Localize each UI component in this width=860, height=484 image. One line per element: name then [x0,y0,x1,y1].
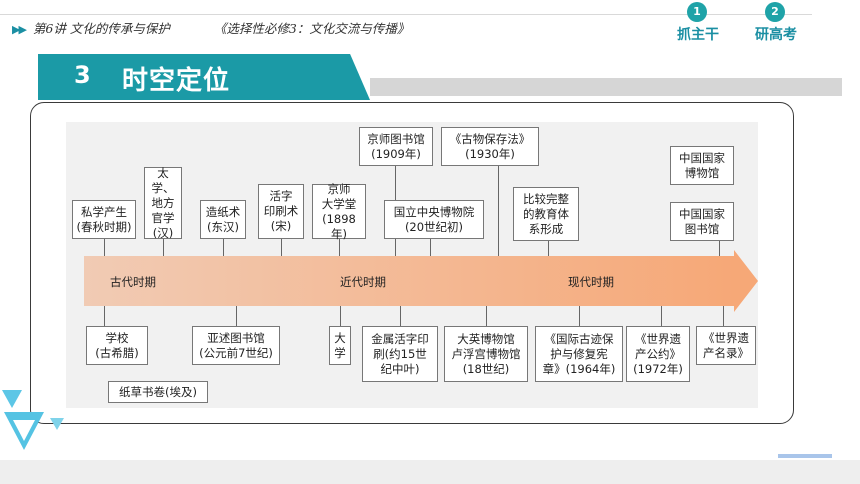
footer-accent-bar [778,454,832,458]
event-box-world-heritage-convention: 《世界遗 产公约》 (1972年) [626,326,690,382]
triangle-decoration-icon [50,418,64,430]
period-label-contemporary: 现代时期 [568,275,614,289]
triangle-decoration-icon [2,390,22,408]
event-box-taixue: 太学、 地方 官学 (汉) [144,166,182,240]
timeline-arrow-head [734,250,758,312]
connector-line [498,166,499,256]
connector-line [719,241,720,256]
event-box-antiquities-law: 《古物保存法》 (1930年) [441,127,539,166]
connector-line [661,306,662,326]
timeline-arrow-body [84,256,734,306]
lesson-title: 第6讲 文化的传承与保护 [32,21,170,36]
event-box-british-museum-louvre: 大英博物馆 卢浮宫博物馆 (18世纪) [444,326,528,382]
connector-line [104,306,105,326]
footer-band [0,460,860,484]
nav-label: 研高考 [755,27,797,43]
section-title-banner: 3 时空定位 [38,54,370,100]
double-arrow-icon: ▶▶ [12,23,27,36]
header-divider [0,14,812,15]
event-box-metal-type-printing: 金属活字印 刷(约15世 纪中叶) [362,326,438,382]
event-box-private-schools: 私学产生 (春秋时期) [72,200,136,239]
connector-line [163,239,164,256]
event-box-national-library: 中国国家 图书馆 [670,202,734,241]
nav-label: 抓主干 [677,27,719,43]
section-number: 3 [74,61,91,89]
event-box-central-museum: 国立中央博物院 (20世纪初) [384,200,484,239]
connector-line [548,241,549,256]
event-box-university: 大 学 [329,326,351,365]
event-box-national-museum: 中国国家 博物馆 [670,146,734,185]
event-box-greek-school: 学校 (古希腊) [86,326,148,365]
connector-line [281,239,282,256]
event-box-assyrian-library: 亚述图书馆 (公元前7世纪) [192,326,280,365]
connector-line [104,239,105,256]
header-bar: ▶▶ 第6讲 文化的传承与保护 《选择性必修3：文化交流与传播》 1 抓主干 2 研… [0,0,860,50]
event-box-education-system: 比较完整 的教育体 系形成 [513,187,579,241]
event-box-imperial-university: 京师 大学堂 (1898年) [312,182,366,241]
connector-line [339,239,340,256]
triangle-decoration-icon [13,420,35,441]
event-box-capital-library: 京师图书馆 (1909年) [359,127,433,166]
connector-line [223,239,224,256]
connector-line [236,306,237,326]
connector-line [579,306,580,326]
event-box-papermaking: 造纸术 (东汉) [200,200,246,239]
book-title: 《选择性必修3：文化交流与传播》 [213,21,410,36]
title-gray-band [370,78,842,96]
nav-number-badge: 2 [765,2,785,22]
connector-line [400,306,401,326]
connector-line [340,306,341,326]
nav-tab-grasp-main[interactable]: 1 抓主干 [668,2,728,46]
nav-tab-study-exam[interactable]: 2 研高考 [746,2,806,46]
event-box-venice-charter: 《国际古迹保 护与修复宪 章》(1964年) [535,326,623,382]
event-box-world-heritage-list: 《世界遗 产名录》 [696,326,756,365]
section-title: 时空定位 [122,66,231,96]
connector-line [486,306,487,326]
event-box-movable-type: 活字 印刷术 (宋) [258,184,304,239]
breadcrumb: ▶▶ 第6讲 文化的传承与保护 《选择性必修3：文化交流与传播》 [12,18,409,37]
period-label-ancient: 古代时期 [110,275,156,289]
period-label-modern: 近代时期 [340,275,386,289]
connector-line [723,306,724,326]
nav-number-badge: 1 [687,2,707,22]
connector-line [430,239,431,256]
event-box-papyrus-scroll: 纸草书卷(埃及) [108,381,208,403]
